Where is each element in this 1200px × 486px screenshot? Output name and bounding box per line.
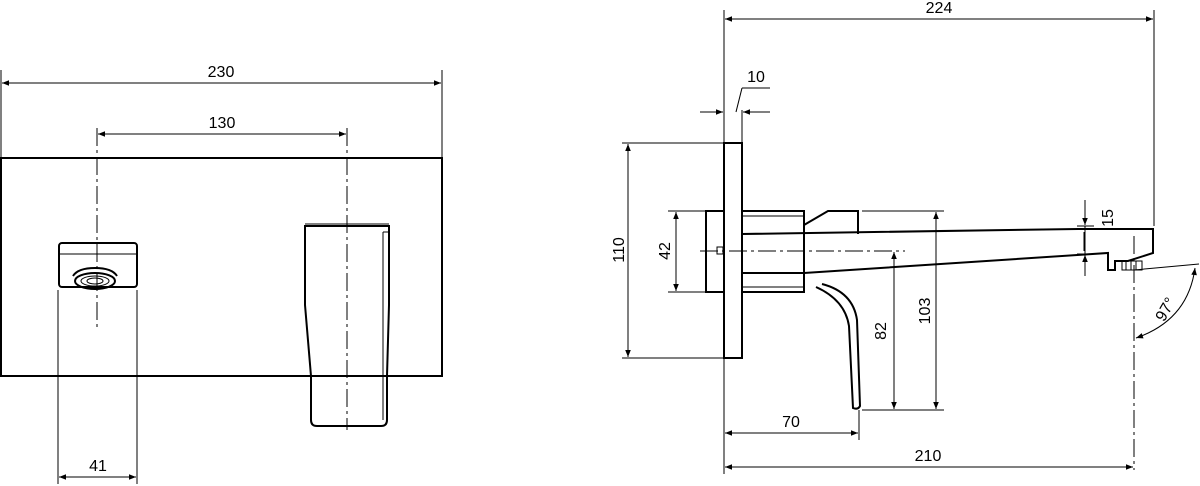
dim-center-distance: 130 (209, 115, 236, 132)
dim-lever-height: 82 (873, 322, 890, 340)
side-lever-top (803, 210, 859, 234)
front-wall-plate (0, 157, 443, 377)
side-lever-handle (815, 283, 862, 410)
dim-plate-height: 110 (611, 237, 628, 263)
side-view: 224 10 110 42 15 82 103 70 210 97° (611, 0, 1200, 474)
side-spout (741, 228, 1154, 274)
dim-overall-width: 230 (208, 64, 235, 81)
dim-body-height: 42 (657, 242, 674, 260)
dim-spray-angle: 97° (1153, 295, 1180, 324)
dim-spout-drop: 103 (917, 298, 934, 325)
dim-spout-projection: 210 (915, 448, 942, 465)
front-view: 230 130 41 (0, 64, 443, 484)
dim-plate-thickness: 10 (747, 69, 765, 86)
dim-lever-projection: 70 (782, 414, 800, 431)
front-lever (58, 242, 138, 290)
dim-spout-width: 41 (89, 458, 107, 475)
dim-overall-depth: 224 (926, 0, 953, 17)
dim-outlet-height: 15 (1100, 209, 1117, 227)
